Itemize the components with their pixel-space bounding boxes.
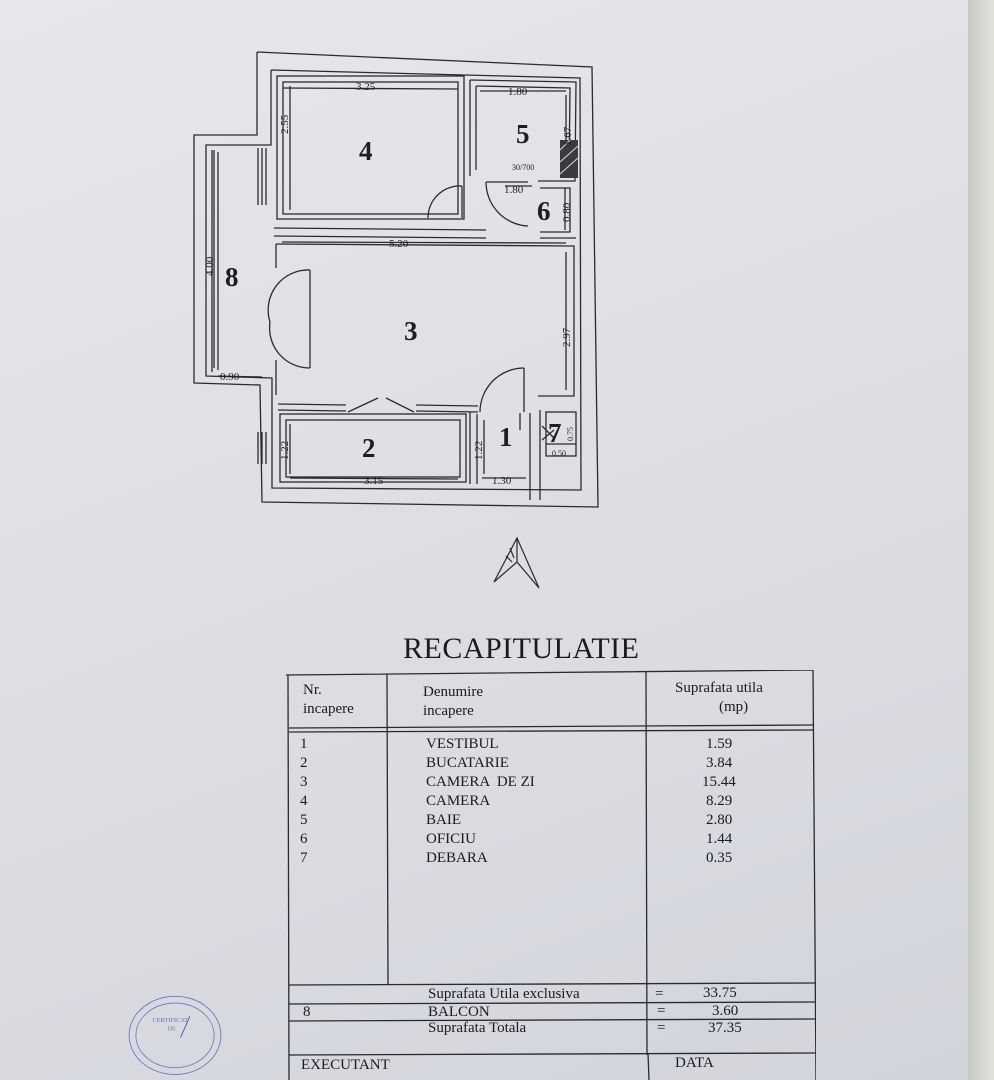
- row-1-name: VESTIBUL: [426, 736, 499, 752]
- room-label-5: 5: [516, 119, 530, 149]
- paper-sheet: [0, 0, 970, 1080]
- row-3-name: CAMERA DE ZI: [426, 774, 535, 790]
- row-6-nr: 6: [300, 831, 308, 847]
- north-arrow-icon: [493, 536, 540, 589]
- dim-1-67: 1.67: [562, 126, 574, 146]
- row-2-name: BUCATARIE: [426, 755, 509, 771]
- header-denumire: Denumire incapere: [423, 683, 483, 721]
- row-6-name: OFICIU: [426, 831, 477, 847]
- recap-title: RECAPITULATIE: [403, 632, 640, 665]
- header-nr-line2: incapere: [303, 701, 354, 717]
- row-7-name: DEBARA: [426, 850, 488, 866]
- row-4-area: 8.29: [706, 793, 733, 809]
- room-label-1: 1: [499, 422, 513, 452]
- outer-wall: [193, 51, 599, 508]
- balcon-label: BALCON: [428, 1004, 490, 1020]
- inner-outer-wall: [205, 69, 582, 491]
- row-7-area: 0.35: [706, 850, 733, 866]
- balcon-eq: =: [657, 1003, 666, 1019]
- row-5-name: BAIE: [426, 812, 461, 828]
- dim-4-00: 4.00: [204, 256, 216, 276]
- header-denumire-line1: Denumire: [423, 684, 483, 700]
- dim-3-15: 3.15: [364, 475, 384, 487]
- dim-1-22-left: 1.22: [279, 441, 291, 460]
- dim-1-30: 1.30: [492, 475, 512, 487]
- room-label-6: 6: [537, 196, 551, 226]
- row-1-nr: 1: [300, 736, 308, 752]
- exclusive-eq: =: [655, 986, 664, 1002]
- dim-1-80-mid: 1.80: [504, 184, 524, 196]
- dim-3-25: 3.25: [356, 81, 376, 93]
- column-suprafata: 1.59 3.84 15.44 8.29 2.80 1.44 0.35: [702, 735, 766, 868]
- desk-edge: [968, 0, 994, 1080]
- row-2-area: 3.84: [706, 755, 733, 771]
- official-stamp: CERTIFICAT DE: [128, 995, 222, 1075]
- dim-5-20: 5.20: [389, 238, 409, 250]
- row-1-area: 1.59: [706, 736, 733, 752]
- column-denumire: VESTIBUL BUCATARIE CAMERA DE ZI CAMERA B…: [426, 735, 646, 868]
- dim-1-80-top: 1.80: [508, 86, 528, 98]
- stamp-text-mid: DE: [168, 1027, 176, 1033]
- dim-0-80: 0.80: [561, 202, 573, 222]
- row-7-nr: 7: [300, 850, 308, 866]
- column-nr: 1 2 3 4 5 6 7: [300, 735, 360, 868]
- header-suprafata-line2: (mp): [719, 699, 749, 715]
- row-5-nr: 5: [300, 812, 308, 828]
- dim-2-97: 2.97: [561, 327, 573, 347]
- dim-1-22-right: 1.22: [473, 441, 485, 460]
- row-2-nr: 2: [300, 755, 308, 771]
- room-label-4: 4: [359, 136, 373, 166]
- row-6-area: 1.44: [706, 831, 733, 847]
- row-5-area: 2.80: [706, 812, 733, 828]
- room-label-3: 3: [404, 316, 418, 346]
- row-3-nr: 3: [300, 774, 308, 790]
- room-4-outline: [276, 75, 465, 220]
- exclusive-label: Suprafata Utila exclusiva: [428, 986, 580, 1002]
- dim-0-75: 0.75: [566, 427, 575, 441]
- dim-2-55: 2.55: [279, 114, 291, 134]
- header-denumire-line2: incapere: [423, 703, 474, 719]
- dim-30-700: 30/700: [512, 163, 534, 172]
- footer-divider: [647, 1053, 650, 1080]
- recap-table: [286, 670, 816, 1080]
- total-value: 37.35: [708, 1020, 742, 1036]
- room-label-2: 2: [362, 433, 376, 463]
- room-2-outline: [279, 413, 467, 483]
- dim-0-90: 0.90: [220, 371, 240, 383]
- stamp-text-top: CERTIFICAT: [152, 1017, 188, 1024]
- header-nr-line1: Nr.: [303, 682, 322, 698]
- header-suprafata-line1: Suprafata utila: [675, 680, 763, 696]
- balcon-value: 3.60: [712, 1003, 739, 1019]
- total-label: Suprafata Totala: [428, 1020, 527, 1036]
- exclusive-value: 33.75: [703, 985, 737, 1001]
- row-3-area: 15.44: [702, 774, 736, 790]
- room-7-outline: [545, 411, 577, 457]
- balcon-nr: 8: [303, 1004, 311, 1020]
- room-label-7: 7: [548, 418, 562, 448]
- header-nr: Nr. incapere: [303, 681, 354, 719]
- row-4-nr: 4: [300, 793, 308, 809]
- header-suprafata: Suprafata utila (mp): [675, 679, 763, 717]
- executant-label: EXECUTANT: [301, 1057, 390, 1073]
- dim-0-50: 0.50: [552, 449, 566, 458]
- total-eq: =: [657, 1020, 666, 1036]
- data-label: DATA: [675, 1055, 714, 1071]
- room-label-8: 8: [225, 262, 239, 292]
- row-4-name: CAMERA: [426, 793, 491, 809]
- floor-plan: 4 5 6 8 3 2 1 7 3.25 1.80 2.55 1.67 30/7…: [193, 51, 599, 589]
